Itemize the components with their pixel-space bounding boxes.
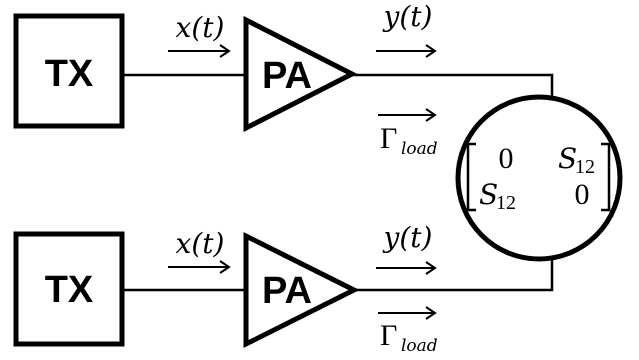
bottom-output-symbol: y(t) <box>382 221 433 254</box>
bottom-gamma-load-symbol: Γ <box>380 319 397 352</box>
bottom-output-wire <box>354 259 554 292</box>
left-matrix-bracket <box>466 142 476 212</box>
matrix-r1c2: S 12 <box>558 142 595 178</box>
svg-text:S: S <box>558 142 577 175</box>
bottom-output-arrow <box>376 261 437 275</box>
bottom-input-arrow <box>168 260 231 274</box>
top-gamma-load-subscript: load <box>401 139 438 159</box>
svg-text:12: 12 <box>496 192 516 214</box>
top-input-arrow <box>168 44 231 58</box>
top-gamma-load-symbol: Γ <box>380 122 397 155</box>
coupling-circle <box>455 94 623 262</box>
top-output-wire <box>352 73 554 97</box>
matrix-r2c1: S 12 <box>479 178 516 214</box>
right-matrix-bracket <box>601 142 611 212</box>
top-input-symbol: x(t) <box>176 11 225 44</box>
bottom-chain: TX x(t) PA y(t) Γ load <box>13 221 554 356</box>
top-chain: TX x(t) PA y(t) Γ load <box>13 0 554 159</box>
svg-text:12: 12 <box>575 156 595 178</box>
bottom-tx-label: TX <box>45 269 94 311</box>
top-pa-label: PA <box>262 55 312 97</box>
bottom-pa-triangle <box>243 231 360 349</box>
svg-text:S: S <box>479 178 498 211</box>
top-output-symbol: y(t) <box>382 0 433 33</box>
coupling-network: 0 S 12 S 12 0 <box>455 94 623 262</box>
bottom-gamma-load-arrow <box>378 306 437 320</box>
top-tx-label: TX <box>45 53 94 95</box>
top-output-arrow <box>376 44 437 58</box>
top-gamma-load-arrow <box>378 108 437 122</box>
top-tx-box <box>13 13 125 129</box>
bottom-pa-label: PA <box>262 270 312 312</box>
bottom-input-symbol: x(t) <box>176 227 225 260</box>
top-pa-triangle <box>243 15 358 133</box>
matrix-r1c1: 0 <box>499 142 514 175</box>
matrix-r2c2: 0 <box>575 178 590 211</box>
bottom-gamma-load-subscript: load <box>401 336 438 356</box>
